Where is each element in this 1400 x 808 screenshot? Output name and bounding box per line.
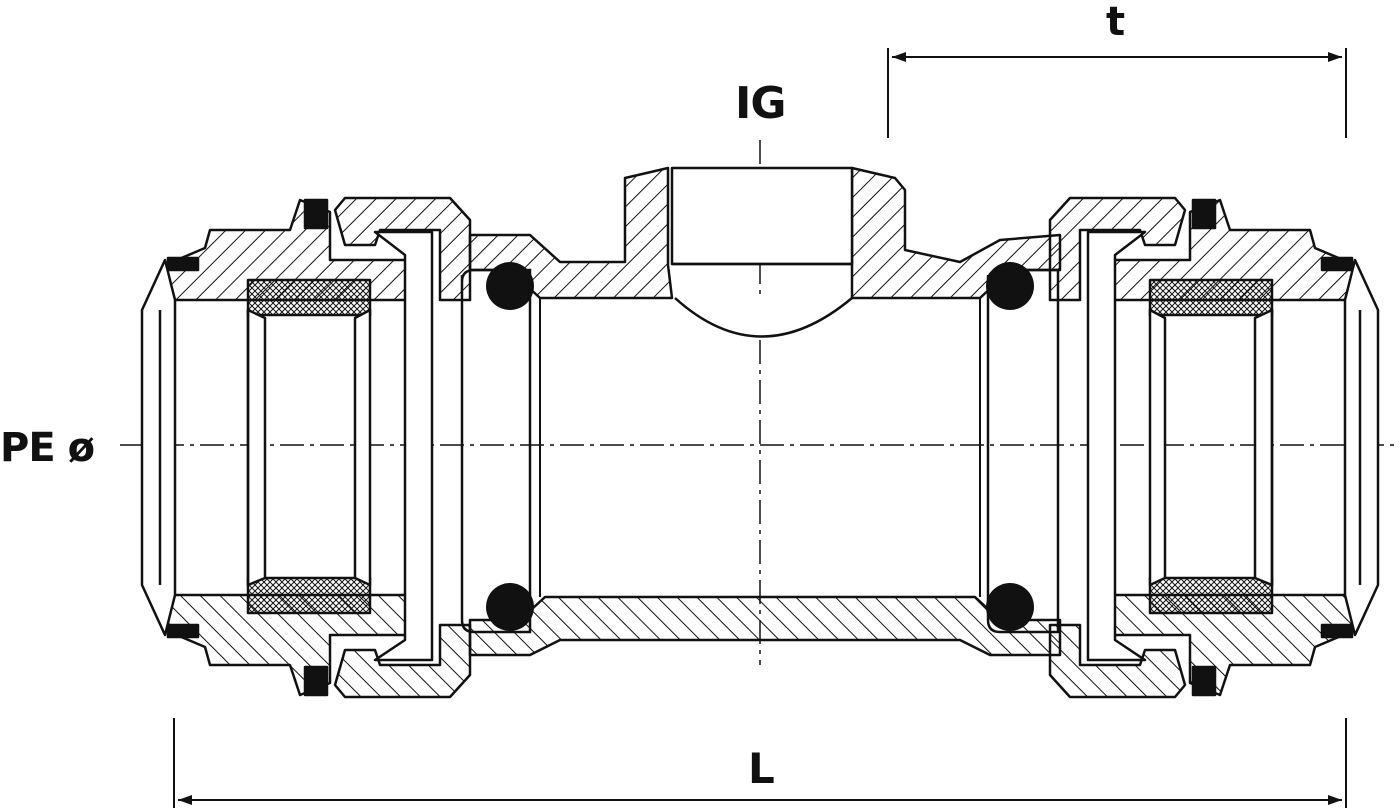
o-rings — [486, 262, 1034, 631]
left-cap — [140, 196, 472, 699]
dimension-label-pe-diameter: PE ø — [0, 425, 95, 471]
dimension-l — [173, 718, 1347, 808]
dimension-label-t: t — [1106, 0, 1126, 45]
dimension-label-l: L — [748, 744, 775, 793]
fitting-body — [468, 166, 1062, 657]
dimension-t — [887, 48, 1347, 138]
dimension-label-ig: IG — [735, 78, 786, 129]
right-cap — [1048, 196, 1380, 699]
